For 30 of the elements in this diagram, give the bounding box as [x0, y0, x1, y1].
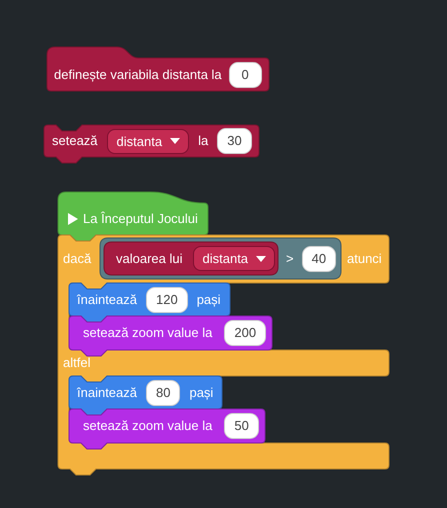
block-label: valoarea lui	[116, 250, 182, 266]
block-label: >	[286, 250, 294, 266]
zoom-block	[69, 409, 265, 449]
block-label: setează zoom value la	[83, 418, 212, 434]
zoom-block	[69, 316, 272, 356]
block-label: pași	[189, 384, 214, 400]
comparison-block	[100, 238, 342, 279]
block-label: atunci	[347, 251, 382, 267]
if-else-block	[58, 235, 389, 475]
event-hat-block	[58, 192, 208, 241]
block-label: la	[198, 133, 208, 149]
block-label: altfel	[63, 355, 90, 371]
block-label: La Începutul Jocului	[83, 211, 198, 227]
set-variable-block	[44, 125, 259, 163]
variable-dropdown: distanta	[106, 128, 190, 154]
block-label: definește variabila distanta la	[54, 66, 222, 82]
block-label: dacă	[63, 251, 92, 267]
number-field: 200	[224, 320, 266, 346]
block-label: înaintează	[77, 384, 137, 400]
variable-reporter-block	[104, 242, 278, 275]
block-label: înaintează	[77, 292, 137, 308]
variable-declaration-block	[47, 47, 269, 91]
block-label: setează zoom value la	[83, 325, 212, 341]
block-label: pași	[196, 292, 221, 308]
number-field: 120	[146, 286, 188, 312]
number-field: 50	[224, 413, 259, 439]
number-field: 30	[217, 128, 252, 154]
variable-dropdown: distanta	[192, 246, 276, 271]
block-label: setează	[52, 133, 98, 149]
number-field: 80	[146, 380, 180, 406]
